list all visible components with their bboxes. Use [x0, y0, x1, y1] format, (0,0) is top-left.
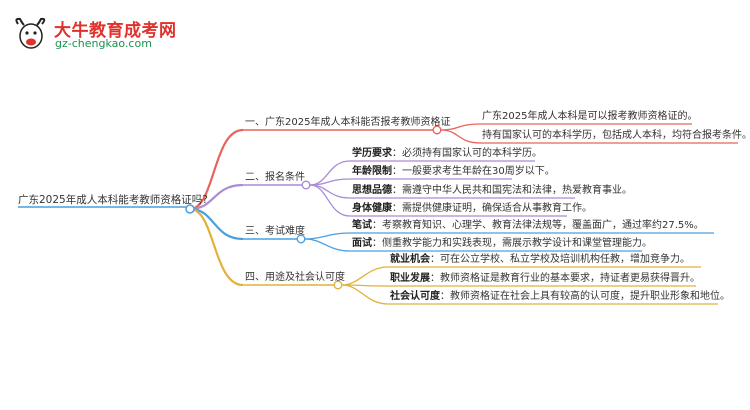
leaf-text: 教师资格证在社会上具有较高的认可度，提升职业形象和地位。 [450, 291, 730, 302]
leaf-connector [309, 184, 351, 217]
leaf-node[interactable]: 持有国家认可的本科学历，包括成人本科，均符合报考条件。 [482, 130, 750, 142]
branch-label[interactable]: 四、用途及社会认可度 [245, 272, 345, 283]
root-topic[interactable]: 广东2025年成人本科能考教师资格证吗? [18, 194, 208, 206]
leaf-node[interactable]: 社会认可度：教师资格证在社会上具有较高的认可度，提升职业形象和地位。 [390, 291, 730, 302]
branch-hub [333, 280, 343, 290]
branch-label[interactable]: 二、报名条件 [245, 172, 305, 183]
leaf-connector [440, 129, 481, 144]
leaf-connector [304, 232, 351, 240]
leaf-title: 职业发展 [390, 273, 430, 284]
leaf-node[interactable]: 思想品德：需遵守中华人民共和国宪法和法律，热爱教育事业。 [352, 185, 632, 196]
leaf-title: 思想品德 [352, 185, 392, 196]
leaf-node[interactable]: 广东2025年成人本科是可以报考教师资格证的。 [482, 111, 697, 123]
leaf-node[interactable]: 年龄限制：一般要求考生年龄在30周岁以下。 [352, 166, 555, 177]
leaf-connector [341, 266, 389, 286]
branch-connector [189, 183, 244, 211]
site-url: gz-chengkao.com [55, 37, 152, 50]
root-hub [185, 204, 195, 214]
leaf-title: 笔试 [352, 220, 372, 231]
branch-connector [189, 207, 244, 287]
leaf-title: 社会认可度 [390, 291, 440, 302]
branch-hub [432, 125, 442, 135]
leaf-text: 教师资格证是教育行业的基本要求，持证者更易获得晋升。 [440, 273, 700, 284]
branch-connector [189, 128, 244, 211]
leaf-text: 需遵守中华人民共和国宪法和法律，热爱教育事业。 [402, 185, 632, 196]
leaf-connector [341, 284, 389, 305]
leaf-title: 年龄限制 [352, 166, 392, 177]
leaf-connector [309, 178, 351, 186]
leaf-text: 必须持有国家认可的本科学历。 [402, 148, 542, 159]
leaf-text: 侧重教学能力和实践表现，需展示教学设计和课堂管理能力。 [382, 238, 652, 249]
leaf-text: 考察教育知识、心理学、教育法律法规等，覆盖面广，通过率约27.5%。 [382, 220, 704, 231]
leaf-connector [304, 238, 351, 252]
leaf-title: 就业机会 [390, 254, 430, 265]
branch-connector [189, 207, 244, 241]
branch-hub [296, 234, 306, 244]
leaf-text: 需提供健康证明，确保适合从事教育工作。 [402, 203, 592, 214]
leaf-node[interactable]: 身体健康：需提供健康证明，确保适合从事教育工作。 [352, 203, 592, 214]
branch-label[interactable]: 三、考试难度 [245, 226, 305, 237]
leaf-text: 一般要求考生年龄在30周岁以下。 [402, 166, 555, 177]
leaf-node[interactable]: 面试：侧重教学能力和实践表现，需展示教学设计和课堂管理能力。 [352, 238, 652, 249]
site-name: 大牛教育成考网 [54, 21, 177, 41]
branch-label[interactable]: 一、广东2025年成人本科能否报考教师资格证 [245, 117, 451, 128]
leaf-node[interactable]: 就业机会：可在公立学校、私立学校及培训机构任教，增加竞争力。 [390, 254, 690, 265]
branch-hub [301, 180, 311, 190]
leaf-text: 可在公立学校、私立学校及培训机构任教，增加竞争力。 [440, 254, 690, 265]
bull-logo-icon [15, 17, 46, 49]
leaf-node[interactable]: 职业发展：教师资格证是教育行业的基本要求，持证者更易获得晋升。 [390, 273, 700, 284]
leaf-title: 面试 [352, 238, 372, 249]
leaf-title: 身体健康 [352, 203, 392, 214]
leaf-text: 广东2025年成人本科是可以报考教师资格证的。 [482, 111, 698, 122]
leaf-node[interactable]: 学历要求：必须持有国家认可的本科学历。 [352, 148, 542, 159]
site-logo[interactable]: 大牛教育成考网 gz-chengkao.com [12, 14, 176, 52]
leaf-node[interactable]: 笔试：考察教育知识、心理学、教育法律法规等，覆盖面广，通过率约27.5%。 [352, 220, 704, 231]
leaf-title: 学历要求 [352, 148, 392, 159]
leaf-text: 持有国家认可的本科学历，包括成人本科，均符合报考条件。 [482, 130, 750, 141]
